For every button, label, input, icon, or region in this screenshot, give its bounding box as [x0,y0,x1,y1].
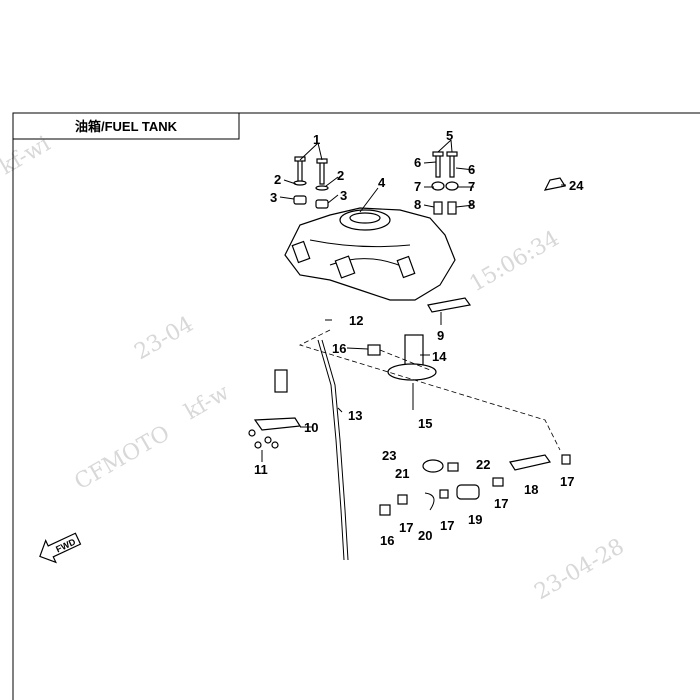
callout-18: 18 [524,482,538,497]
right-mount-hardware [427,151,472,313]
callout-19: 19 [468,512,482,527]
callout-7: 7 [468,179,475,194]
callout-22: 22 [476,457,490,472]
callout-17: 17 [399,520,413,535]
callout-2: 2 [274,172,281,187]
callout-6: 6 [468,162,475,177]
callout-23: 23 [382,448,396,463]
callout-17: 17 [494,496,508,511]
watermarks: kf-wi CFMOTO kf-w 15:06:34 23-04-28 23-0… [0,132,629,606]
callout-8: 8 [414,197,421,212]
callout-17: 17 [440,518,454,533]
leader-lines [261,139,566,462]
callout-9: 9 [437,328,444,343]
callout-17: 17 [560,474,574,489]
callout-12: 12 [349,313,363,328]
callout-4: 4 [378,175,386,190]
watermark-text: 23-04-28 [531,534,629,605]
callout-11: 11 [254,462,268,477]
callout-3: 3 [270,190,277,205]
callout-7: 7 [414,179,421,194]
diagram-title: 油箱/FUEL TANK [75,119,178,134]
watermark-text: 15:06:34 [466,226,564,297]
watermark-text: CFMOTO [71,421,175,495]
callout-6: 6 [414,155,421,170]
callout-13: 13 [348,408,362,423]
fuel-pump [367,334,437,381]
callout-8: 8 [468,197,475,212]
callout-2: 2 [337,168,344,183]
fuel-tank [284,207,456,301]
left-mount-hardware [293,156,329,209]
callout-21: 21 [395,466,409,481]
callout-15: 15 [418,416,432,431]
callout-16: 16 [332,341,346,356]
forward-direction-arrow: FWD [39,532,82,564]
part-24-symbol [543,177,566,191]
callout-1: 1 [313,132,320,147]
callout-20: 20 [418,528,432,543]
callout-24: 24 [569,178,584,193]
callout-16: 16 [380,533,394,548]
callout-14: 14 [432,349,447,364]
watermark-text: 23-04 [131,312,198,365]
watermark-text: kf-w [181,380,234,425]
fuel-line-parts [379,454,571,516]
callout-3: 3 [340,188,347,203]
callout-10: 10 [304,420,318,435]
callout-5: 5 [446,128,453,143]
fuel-level-sensor [248,369,302,449]
drawing-frame: 油箱/FUEL TANK [12,112,700,700]
callouts: 1 2 2 3 3 4 5 6 6 7 7 8 8 9 10 11 12 13 … [254,128,584,548]
